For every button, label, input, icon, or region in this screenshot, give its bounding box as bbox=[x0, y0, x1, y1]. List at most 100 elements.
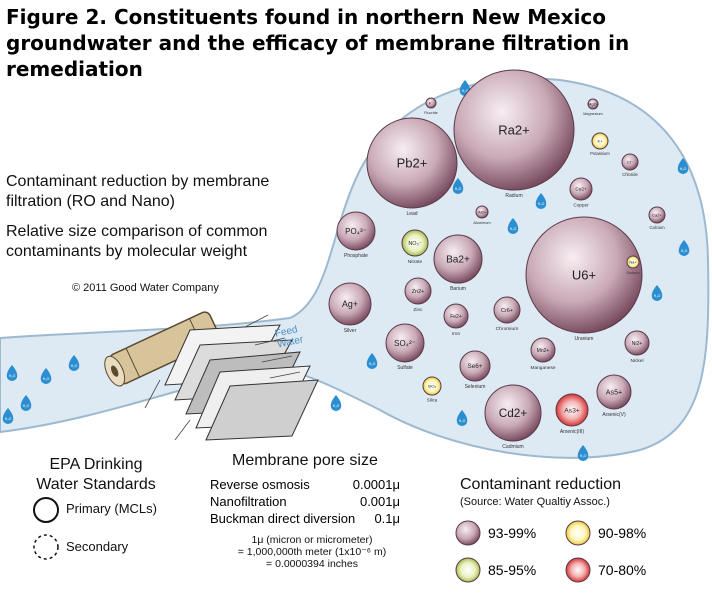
contaminant-symbol: K+ bbox=[597, 138, 603, 143]
contaminant-symbol: Ra2+ bbox=[498, 123, 529, 138]
contaminant-symbol: Se6+ bbox=[468, 363, 483, 370]
drop-shape bbox=[20, 395, 32, 411]
epa-standards-title: EPA Drinking Water Standards bbox=[26, 455, 166, 495]
contaminant-circle bbox=[591, 132, 609, 150]
contaminant-name: Sulfate bbox=[397, 365, 413, 371]
contaminant-circle bbox=[336, 211, 376, 251]
contaminant-circle bbox=[530, 337, 556, 363]
contaminant-name: Fluoride bbox=[424, 111, 438, 115]
contaminant-8: Zn2+Zinc bbox=[404, 277, 432, 313]
contaminant-name: Arsenic(V) bbox=[602, 412, 626, 418]
contaminant-symbol: Al3+ bbox=[478, 209, 487, 214]
drop-label: H₂O bbox=[23, 404, 30, 408]
drop-label: H₂O bbox=[369, 362, 376, 366]
contaminant-name: Calcium bbox=[649, 225, 665, 230]
contaminant-symbol: SO₄²⁻ bbox=[394, 339, 416, 348]
contaminant-circle bbox=[596, 374, 632, 410]
drop-label: H₂O bbox=[455, 187, 462, 191]
water-drop-icon: H₂O bbox=[40, 368, 52, 384]
contaminant-name: Lead bbox=[406, 211, 417, 217]
title-line-1: Figure 2. Constituents found in northern… bbox=[6, 5, 607, 29]
drop-shape bbox=[456, 410, 468, 426]
copyright: © 2011 Good Water Company bbox=[72, 282, 219, 294]
contaminant-name: Silver bbox=[344, 328, 357, 334]
contaminant-12: Mn2+ Manganese bbox=[530, 337, 556, 371]
contaminant-16: Ni2+ Nickel bbox=[624, 330, 650, 364]
figure-title: Figure 2. Constituents found in northern… bbox=[6, 4, 706, 82]
contaminant-symbol: PO₄³⁻ bbox=[345, 227, 367, 236]
title-line-3: remediation bbox=[6, 57, 143, 81]
contaminant-symbol: Mn2+ bbox=[537, 348, 550, 354]
contaminant-name: Magnesium bbox=[583, 112, 602, 116]
intro-line-2: filtration (RO and Nano) bbox=[6, 193, 175, 210]
contaminant-symbol: Ba2+ bbox=[446, 255, 470, 266]
contaminant-name: Iron bbox=[452, 331, 461, 337]
secondary-circle bbox=[33, 534, 59, 560]
drop-shape bbox=[577, 445, 589, 461]
water-drop-icon: H₂O bbox=[678, 240, 690, 256]
contaminant-circle bbox=[648, 206, 666, 224]
reduction-legend-title: Contaminant reduction bbox=[460, 476, 621, 493]
contaminant-name: Arsenic(III) bbox=[560, 429, 585, 435]
drop-shape bbox=[651, 285, 663, 301]
contaminant-circle bbox=[422, 376, 442, 396]
drop-shape bbox=[68, 355, 80, 371]
contaminant-circle bbox=[569, 177, 593, 201]
water-drop-icon: H₂O bbox=[68, 355, 80, 371]
contaminant-circle bbox=[385, 323, 425, 363]
legend-circle-0 bbox=[455, 520, 481, 546]
contaminant-circle bbox=[328, 282, 372, 326]
contaminant-24: Mg2+ Magnesium bbox=[583, 98, 603, 116]
contaminant-symbol: SiO₂ bbox=[428, 383, 437, 388]
contaminant-name: Cadmium bbox=[502, 444, 523, 450]
pore-row-label: Nanofiltration bbox=[210, 494, 287, 509]
contaminant-name: Silica bbox=[427, 397, 438, 402]
contaminant-circle bbox=[453, 69, 575, 191]
contaminant-20: Cl⁻Chloride bbox=[621, 153, 639, 177]
contaminant-18: Cu2+Copper bbox=[569, 177, 593, 208]
contaminant-symbol: Pb2+ bbox=[397, 156, 428, 171]
contaminant-9: Fe2+Iron bbox=[443, 303, 469, 337]
pore-row-label: Reverse osmosis bbox=[210, 477, 310, 492]
contaminant-circle bbox=[433, 234, 483, 284]
contaminant-19: Ca2+ Calcium bbox=[648, 206, 666, 230]
contaminant-17: SiO₂ Silica bbox=[422, 376, 442, 402]
contaminant-symbol: Ca2+ bbox=[652, 212, 662, 217]
epa-title-line-1: EPA Drinking bbox=[49, 456, 143, 473]
drop-shape bbox=[40, 368, 52, 384]
contaminant-name: Manganese bbox=[530, 365, 555, 371]
legend-circle-2 bbox=[455, 557, 481, 583]
contaminant-symbol: As5+ bbox=[606, 388, 622, 396]
contaminant-symbol: Mg2+ bbox=[588, 101, 599, 106]
contaminant-circle bbox=[525, 216, 643, 334]
contaminant-circle bbox=[475, 205, 489, 219]
contaminant-circle bbox=[404, 277, 432, 305]
contaminant-name: Potassium bbox=[590, 151, 610, 156]
drop-label: H₂O bbox=[333, 404, 340, 408]
drop-shape bbox=[330, 395, 342, 411]
water-drop-icon: H₂O bbox=[677, 158, 689, 174]
pore-row-ro: Reverse osmosis 0.0001μ bbox=[210, 477, 400, 492]
water-drop-icon: H₂O bbox=[330, 395, 342, 411]
drop-shape bbox=[452, 178, 464, 194]
contaminant-name: Phosphate bbox=[344, 253, 368, 259]
water-drop-icon: H₂O bbox=[507, 218, 519, 234]
contaminant-symbol: Cu2+ bbox=[575, 187, 586, 192]
drop-label: H₂O bbox=[580, 454, 587, 458]
contaminant-13: Cd2+Cadmium bbox=[484, 384, 542, 450]
intro-line-3: Relative size comparison of common bbox=[6, 223, 268, 240]
micron-note-line-1: 1μ (micron or micrometer) bbox=[251, 534, 373, 546]
legend-label-93-99: 93-99% bbox=[488, 525, 537, 541]
contaminant-circle bbox=[621, 153, 639, 171]
water-drop-icon: H₂O bbox=[20, 395, 32, 411]
contaminant-name: Nickel bbox=[630, 358, 643, 364]
water-drop-icon: H₂O bbox=[452, 178, 464, 194]
contaminant-circle bbox=[366, 117, 458, 209]
contaminant-0: Pb2+ Lead bbox=[366, 117, 458, 217]
contaminant-5: PO₄³⁻ Phosphate bbox=[336, 211, 376, 259]
drop-label: H₂O bbox=[71, 364, 78, 368]
legend-label-90-98: 90-98% bbox=[598, 525, 647, 541]
water-drop-icon: H₂O bbox=[535, 193, 547, 209]
contaminant-name: Sodium bbox=[626, 270, 639, 275]
contaminant-symbol: Ni2+ bbox=[632, 341, 643, 347]
